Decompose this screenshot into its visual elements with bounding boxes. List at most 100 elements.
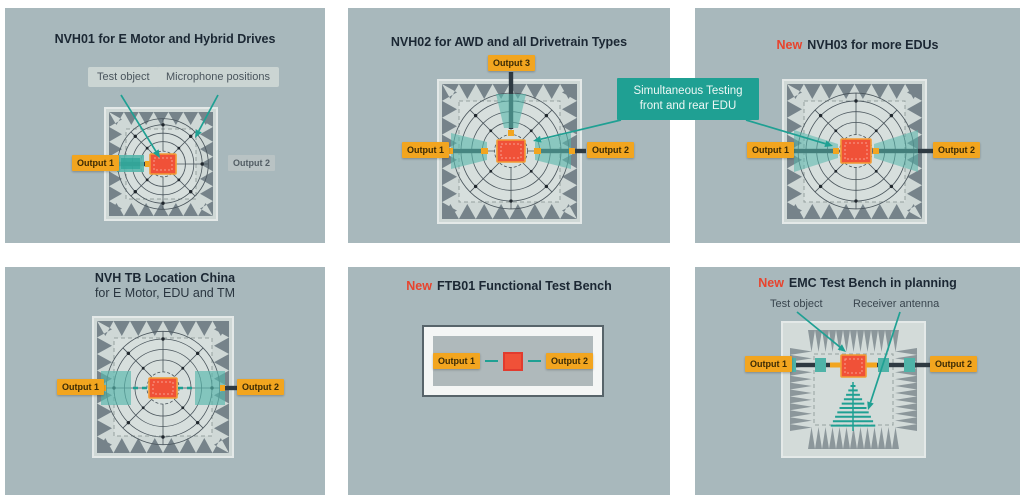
- arrowhead: [837, 344, 846, 352]
- panel-nvh01-title: NVH01 for E Motor and Hybrid Drives: [5, 32, 325, 46]
- shaft-coupling: [866, 362, 877, 368]
- panel-nvh03: New NVH03 for more EDUs Output 1 Output 2: [695, 8, 1020, 243]
- dynamometer: [496, 94, 526, 128]
- bench-inner-area: Output 1 Output 2: [433, 336, 593, 386]
- shaft-connector: [528, 359, 541, 363]
- microphone-dot: [195, 420, 200, 425]
- shaft-coupling: [534, 148, 541, 154]
- panel-title-text: FTB01 Functional Test Bench: [436, 279, 612, 293]
- test-object-box: [840, 354, 867, 378]
- shaft-coupling: [508, 130, 514, 136]
- panel-title-text: NVH TB Location China: [94, 271, 236, 285]
- output-1-label: Output 1: [433, 353, 480, 369]
- microphone-dot: [489, 129, 493, 133]
- microphone-dot: [189, 190, 193, 194]
- dynamometer: [451, 133, 487, 169]
- shaft-coupling: [145, 161, 152, 167]
- output-2-label: Output 2: [933, 142, 980, 158]
- panel-nvh02: NVH02 for AWD and all Drivetrain Types O…: [348, 8, 670, 243]
- test-object-box: [148, 377, 178, 399]
- nvh01-chamber-diagram: [104, 94, 219, 221]
- output-2-label: Output 2: [237, 379, 284, 395]
- microphone-dot: [177, 178, 181, 182]
- dynamometer: [535, 133, 571, 169]
- nvh02-chamber-diagram: [437, 72, 586, 224]
- microphone-dot: [161, 435, 165, 439]
- output-2-label: Output 2: [228, 155, 275, 171]
- microphone-dot: [161, 337, 165, 341]
- shaft-coupling: [830, 362, 841, 368]
- output-2-label: Output 2: [587, 142, 634, 158]
- callout-line1: Simultaneous Testing: [633, 85, 743, 97]
- output-3-label: Output 3: [488, 55, 535, 71]
- nvh-china-chamber-diagram: [89, 316, 239, 458]
- output-1-label: Output 1: [402, 142, 449, 158]
- microphone-dot: [874, 129, 878, 133]
- panel-title-text: NVH01 for E Motor and Hybrid Drives: [54, 32, 276, 46]
- microphone-dot: [889, 184, 894, 189]
- emc-chamber-diagram: [781, 311, 932, 458]
- new-badge: New: [776, 38, 803, 52]
- microphone-dot: [473, 184, 478, 189]
- shaft-coupling: [447, 148, 453, 154]
- panel-subtitle-text: for E Motor, EDU and TM: [94, 286, 236, 300]
- panel-emc-title: New EMC Test Bench in planning: [695, 276, 1020, 290]
- microphone-dot: [529, 129, 533, 133]
- panel-title-text: NVH02 for AWD and all Drivetrain Types: [390, 35, 628, 49]
- microphone-dot: [818, 184, 823, 189]
- panel-emc: New EMC Test Bench in planning Test objec…: [695, 267, 1020, 495]
- microphone-dot: [854, 99, 858, 103]
- microphone-dot: [133, 134, 137, 138]
- microphone-dot: [189, 134, 193, 138]
- dynamometer: [874, 130, 918, 172]
- test-object-box: [502, 351, 524, 371]
- microphone-dot: [177, 146, 181, 150]
- panel-nvh02-title: NVH02 for AWD and all Drivetrain Types: [348, 35, 670, 49]
- microphone-dot: [181, 406, 185, 410]
- arrowhead: [152, 149, 160, 158]
- microphone-dot: [544, 113, 549, 118]
- panel-nvh03-title: New NVH03 for more EDUs: [695, 38, 1020, 52]
- test-object-label: Test object: [770, 298, 823, 310]
- shaft-bearing: [815, 358, 826, 372]
- drive-shaft: [783, 362, 830, 368]
- functional-test-bench: Output 1 Output 2: [422, 325, 604, 397]
- microphone-dot: [818, 113, 823, 118]
- microphone-dot: [145, 178, 149, 182]
- microphone-dot: [544, 184, 549, 189]
- microphone-dot: [529, 169, 533, 173]
- shaft-coupling: [481, 148, 488, 154]
- shaft-connector: [485, 359, 498, 363]
- microphone-dot: [141, 406, 145, 410]
- new-badge: New: [758, 276, 784, 290]
- panel-nvh01: NVH01 for E Motor and Hybrid Drives Test…: [5, 8, 325, 243]
- output-1-label: Output 1: [745, 356, 792, 372]
- microphone-dot: [126, 351, 131, 356]
- shaft-coupling: [873, 148, 879, 154]
- shaft-coupling: [220, 385, 225, 391]
- test-object-box: [149, 153, 177, 175]
- arrowhead: [867, 401, 874, 410]
- shaft-bearing: [904, 358, 915, 372]
- panel-title-text: NVH03 for more EDUs: [807, 38, 939, 52]
- microphone-dot: [854, 199, 858, 203]
- shaft-coupling: [569, 148, 575, 154]
- output-1-label: Output 1: [747, 142, 794, 158]
- microphone-dot: [473, 113, 478, 118]
- microphone-dot: [834, 169, 838, 173]
- panel-title-text: EMC Test Bench in planning: [788, 276, 957, 290]
- output-2-label: Output 2: [545, 353, 593, 369]
- output-1-label: Output 1: [72, 155, 119, 171]
- microphone-dot: [161, 201, 165, 205]
- microphone-dot: [834, 129, 838, 133]
- arrowhead: [195, 129, 202, 138]
- microphone-dot: [181, 366, 185, 370]
- callout-line2: front and rear EDU: [639, 99, 737, 112]
- microphone-positions-label: Microphone positions: [157, 67, 279, 87]
- microphone-dot: [145, 146, 149, 150]
- microphone-dot: [489, 169, 493, 173]
- shaft-coupling: [833, 148, 839, 154]
- test-object-box: [840, 138, 872, 164]
